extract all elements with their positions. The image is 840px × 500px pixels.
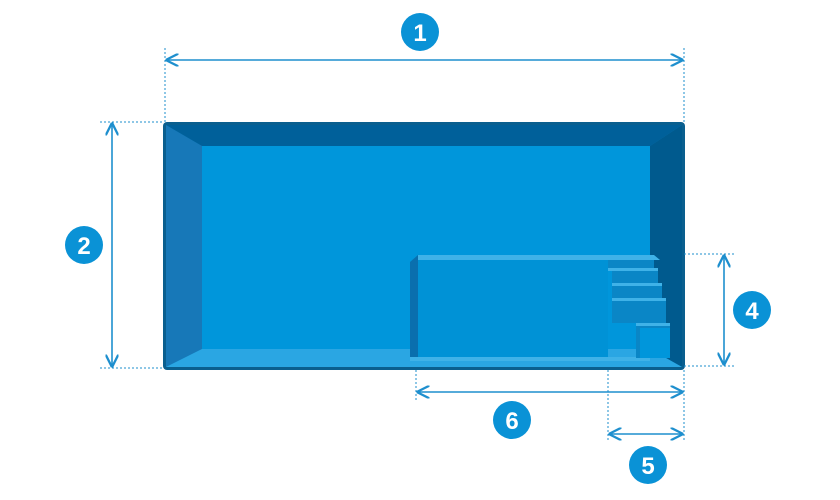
- step-4: [612, 301, 666, 323]
- dimension-lines: [112, 60, 724, 434]
- marker-6-label: 6: [505, 408, 518, 435]
- pool-shape: [163, 122, 685, 370]
- extension-lines: [100, 48, 736, 442]
- bench-block: [410, 255, 660, 361]
- marker-4: 4: [733, 291, 771, 329]
- marker-5-label: 5: [641, 453, 654, 480]
- bench-top-edge: [418, 255, 660, 260]
- marker-6-circle: [493, 401, 531, 439]
- pool-top-wall: [166, 125, 682, 146]
- pool-left-wall: [166, 125, 202, 367]
- marker-1: 1: [401, 13, 439, 51]
- stair-steps: [608, 260, 670, 358]
- marker-6: 6: [493, 401, 531, 439]
- bench-bottom-edge: [410, 357, 650, 361]
- step-3: [612, 286, 662, 298]
- step-2-lip: [612, 283, 662, 286]
- marker-1-label: 1: [413, 20, 426, 47]
- marker-5: 5: [629, 446, 667, 484]
- marker-1-circle: [401, 13, 439, 51]
- step-4-lip: [636, 323, 670, 326]
- step-1: [608, 260, 654, 268]
- bench-left-face: [410, 255, 418, 361]
- marker-2-label: 2: [77, 233, 90, 260]
- marker-5-circle: [629, 446, 667, 484]
- marker-4-circle: [733, 291, 771, 329]
- marker-2-circle: [65, 226, 103, 264]
- marker-4-label: 4: [745, 298, 759, 325]
- step-1-lip: [608, 268, 658, 271]
- step-5-inner: [640, 328, 670, 358]
- bench-surface: [418, 260, 608, 357]
- step-3-lip: [612, 298, 666, 301]
- marker-2: 2: [65, 226, 103, 264]
- step-2: [612, 271, 658, 283]
